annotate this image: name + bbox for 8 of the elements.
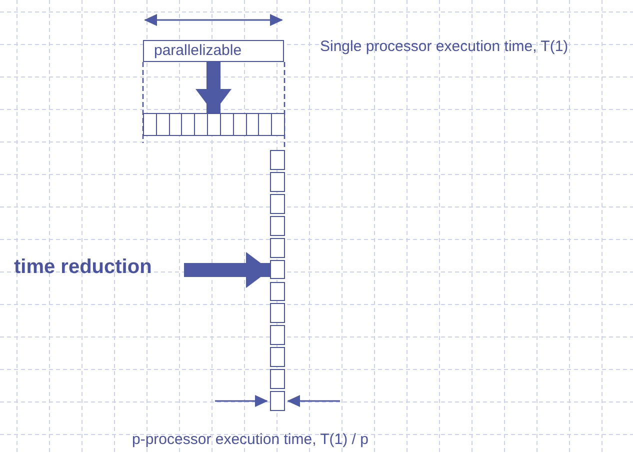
heading-text: time reduction [14,256,184,284]
block-arrow [184,252,270,288]
caption-text: p-processor execution time, T(1) / p [132,431,368,448]
block-arrow [196,62,232,113]
caption-text: Single processor execution time, T(1) [320,38,568,55]
task-column [270,150,285,413]
task-row [143,113,284,136]
process-box: parallelizable [143,40,284,62]
